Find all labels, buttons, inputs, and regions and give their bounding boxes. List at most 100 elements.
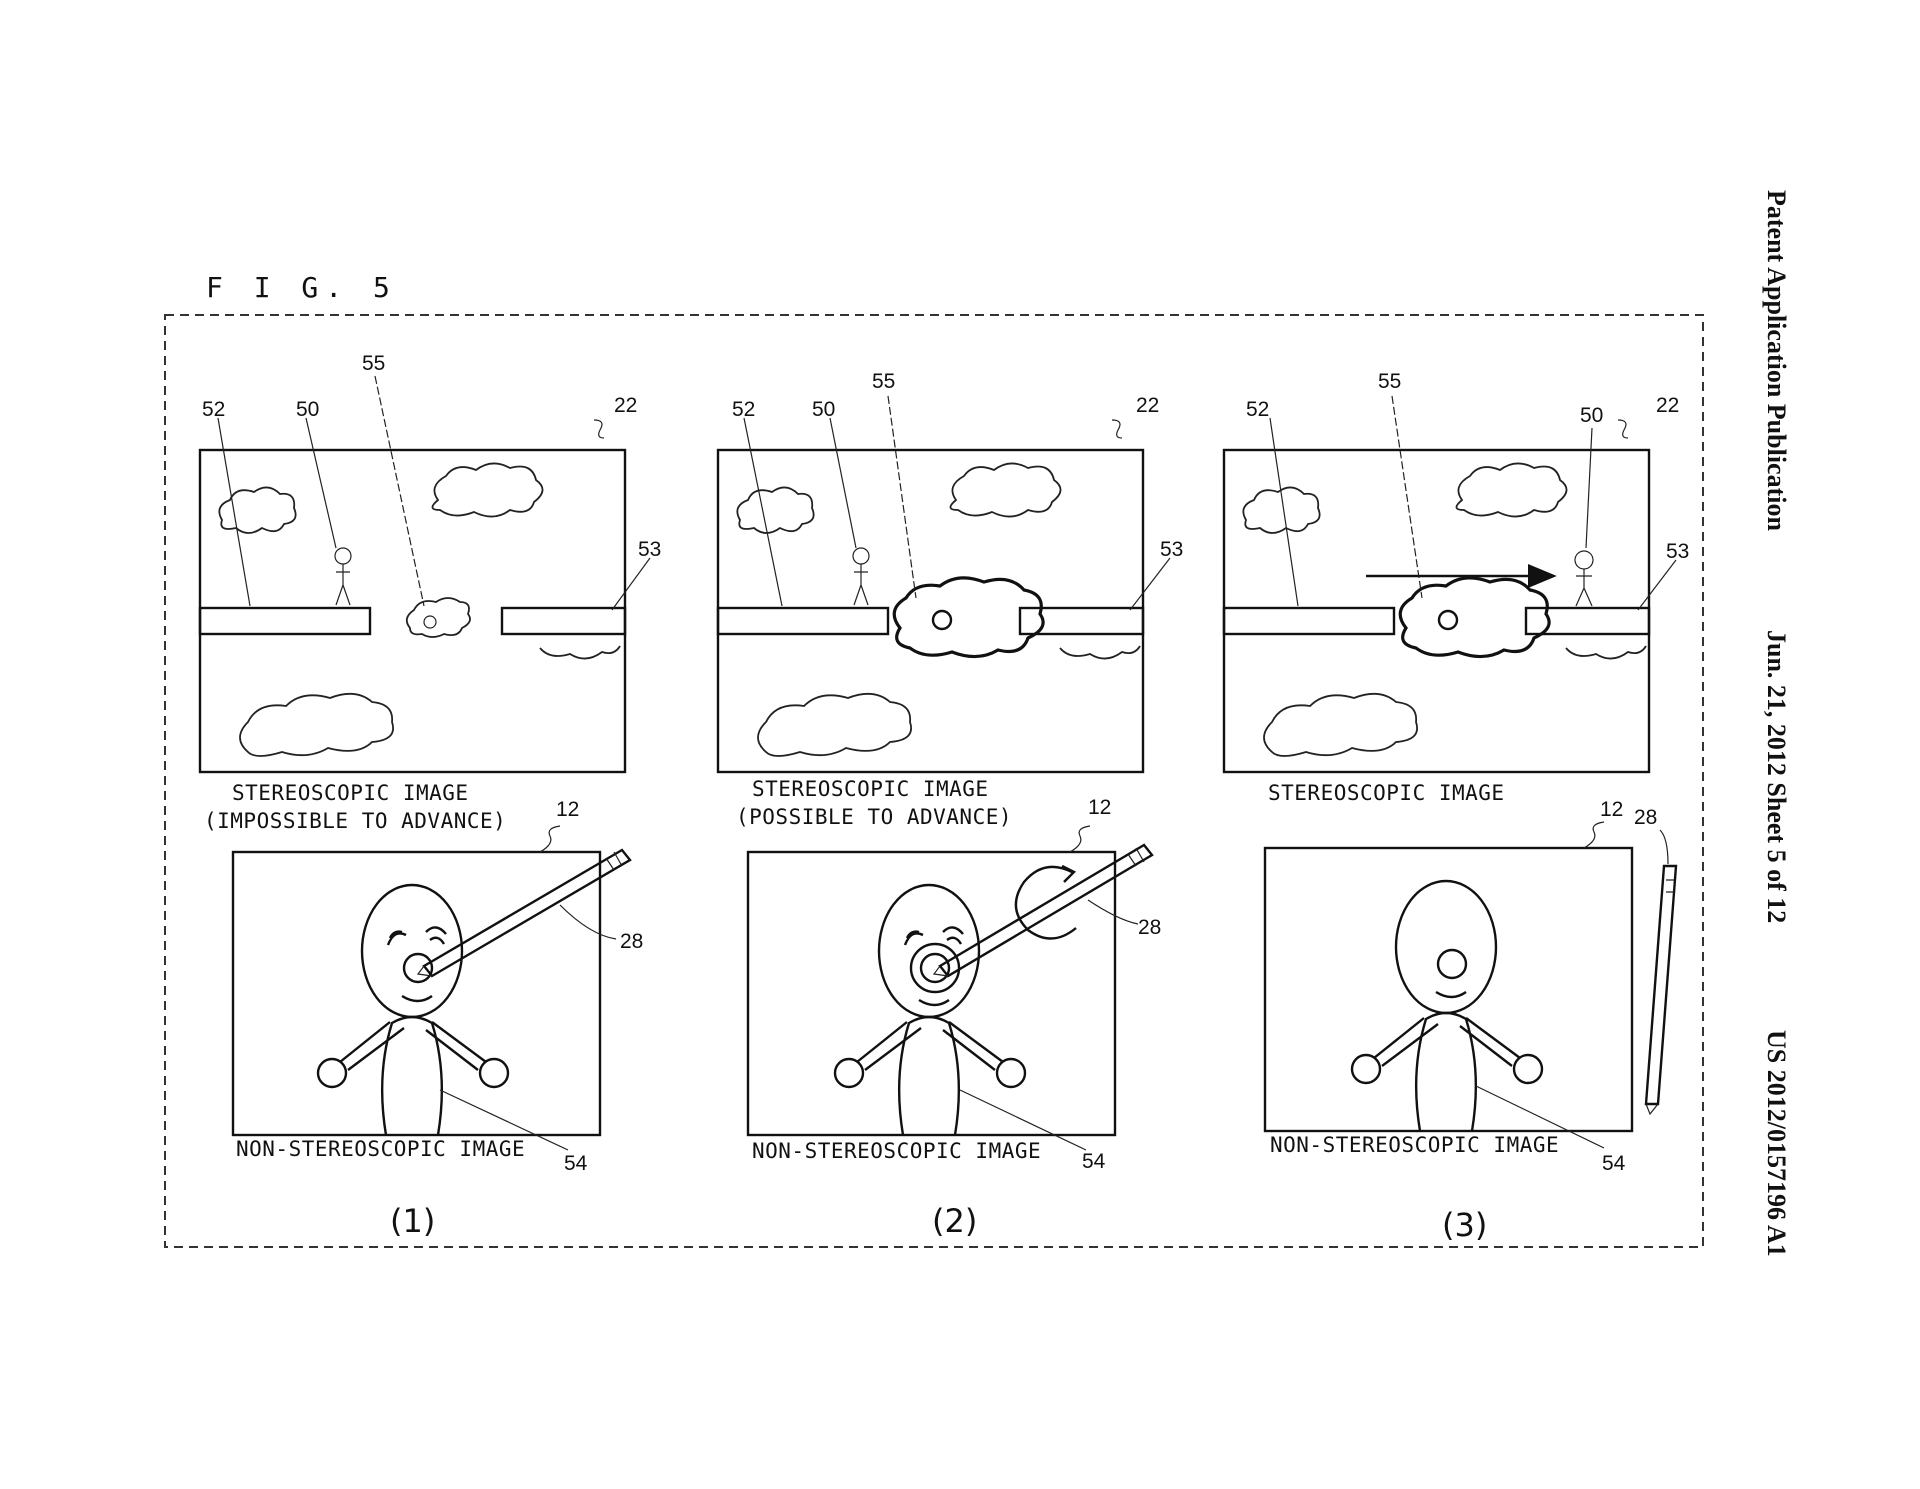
cloud-decor <box>736 486 815 534</box>
leader-line <box>1069 825 1091 853</box>
ref-53: 53 <box>1666 540 1689 563</box>
platform-right <box>500 606 627 636</box>
cloud-decor <box>539 645 621 660</box>
platform-right <box>1018 606 1145 636</box>
ref-55: 55 <box>362 352 385 375</box>
rotation-arrow-head <box>1061 864 1077 883</box>
cloud-eye <box>1437 609 1459 631</box>
ref-54: 54 <box>564 1152 588 1175</box>
panel-1: 52 50 55 22 53 STEREOSCOPIC IMAGE (IMPOS… <box>198 352 661 1240</box>
cloud-decor <box>1059 645 1141 660</box>
stereo-caption: STEREOSCOPIC IMAGE <box>752 777 989 801</box>
ref-52: 52 <box>732 398 755 421</box>
leader-line <box>593 419 605 439</box>
stylus-28 <box>416 848 632 978</box>
ref-53: 53 <box>638 538 661 561</box>
ref-55: 55 <box>872 370 895 393</box>
platform-left <box>1222 606 1396 636</box>
leader-line <box>611 557 651 611</box>
date-sheet: Jun. 21, 2012 Sheet 5 of 12 <box>1762 630 1791 923</box>
non-stereo-caption: NON-STEREOSCOPIC IMAGE <box>1270 1133 1559 1157</box>
leader-line <box>1475 1085 1605 1149</box>
non-stereo-caption: NON-STEREOSCOPIC IMAGE <box>236 1137 525 1161</box>
character-54 <box>316 883 510 1136</box>
leader-line <box>1585 427 1593 549</box>
stereo-caption: STEREOSCOPIC IMAGE <box>1268 781 1505 805</box>
publication-title: Patent Application Publication <box>1762 190 1791 531</box>
leader-line <box>305 417 337 549</box>
leader-line <box>1637 559 1677 611</box>
figure-label: F I G. 5 <box>206 271 397 304</box>
cloud-decor <box>1263 692 1418 757</box>
leader-line <box>1659 829 1669 865</box>
stereo-subcaption: (IMPOSSIBLE TO ADVANCE) <box>204 809 506 833</box>
stereo-caption: STEREOSCOPIC IMAGE <box>232 781 469 805</box>
leader-line <box>374 375 425 607</box>
panel-number: (1) <box>390 1202 435 1240</box>
upper-screen <box>716 448 1145 774</box>
panel-3: 52 55 50 22 53 STEREOSCOPIC IMAGE 12 28 … <box>1222 370 1689 1244</box>
leader-line <box>887 395 917 599</box>
publication-number: US 2012/0157196 A1 <box>1762 1030 1791 1257</box>
ref-22: 22 <box>1656 394 1679 417</box>
non-stereo-caption: NON-STEREOSCOPIC IMAGE <box>752 1139 1041 1163</box>
cloud-55-large <box>1398 576 1551 659</box>
ref-50: 50 <box>296 398 319 421</box>
stylus-28 <box>932 843 1154 978</box>
platform-left <box>716 606 890 636</box>
cloud-decor <box>949 462 1062 518</box>
platform-left <box>198 606 372 636</box>
leader-line <box>959 1089 1087 1151</box>
ref-54: 54 <box>1602 1152 1626 1175</box>
leader-line <box>829 417 857 549</box>
panel-number: (3) <box>1442 1206 1487 1244</box>
cloud-decor <box>431 462 544 518</box>
character-50 <box>1574 550 1594 607</box>
cloud-eye <box>931 609 953 631</box>
lower-screen <box>1263 846 1634 1133</box>
ref-22: 22 <box>614 394 637 417</box>
ref-12: 12 <box>1600 798 1623 821</box>
cloud-55-small <box>405 597 471 638</box>
leader-line <box>1583 821 1605 849</box>
cloud-decor <box>239 692 394 757</box>
stereo-subcaption: (POSSIBLE TO ADVANCE) <box>736 805 1012 829</box>
panel-number: (2) <box>932 1202 977 1240</box>
leader-line <box>439 1089 569 1151</box>
leader-line <box>1617 419 1629 439</box>
leader-line <box>1391 395 1423 599</box>
leader-line <box>1129 557 1171 611</box>
ref-50: 50 <box>812 398 835 421</box>
lower-screen <box>231 850 602 1137</box>
cloud-eye <box>423 615 437 629</box>
figure-border <box>164 314 1704 1248</box>
cloud-decor <box>1565 645 1647 660</box>
lower-screen <box>746 850 1117 1137</box>
ref-28: 28 <box>620 930 643 953</box>
page-header: Patent Application Publication Jun. 21, … <box>1762 190 1791 1257</box>
ref-55: 55 <box>1378 370 1401 393</box>
leader-line <box>217 417 251 607</box>
leader-line <box>539 825 561 853</box>
ref-50: 50 <box>1580 404 1603 427</box>
rotation-arrow <box>1014 865 1077 940</box>
ref-52: 52 <box>1246 398 1269 421</box>
ref-53: 53 <box>1160 538 1183 561</box>
ref-12: 12 <box>1088 796 1111 819</box>
upper-screen <box>1222 448 1651 774</box>
character-54 <box>1350 879 1544 1132</box>
cloud-55-large <box>892 576 1045 659</box>
panel-2: 52 50 55 22 53 STEREOSCOPIC IMAGE (POSSI… <box>716 370 1183 1240</box>
leader-line <box>1087 899 1139 925</box>
character-50 <box>852 547 870 606</box>
cloud-decor <box>757 692 912 757</box>
cloud-decor <box>1455 462 1568 518</box>
leader-line <box>743 417 783 607</box>
character-50 <box>334 547 352 606</box>
ref-12: 12 <box>556 798 579 821</box>
leader-line <box>1269 417 1299 607</box>
cloud-decor <box>1242 486 1321 534</box>
ref-28: 28 <box>1634 806 1657 829</box>
ref-22: 22 <box>1136 394 1159 417</box>
